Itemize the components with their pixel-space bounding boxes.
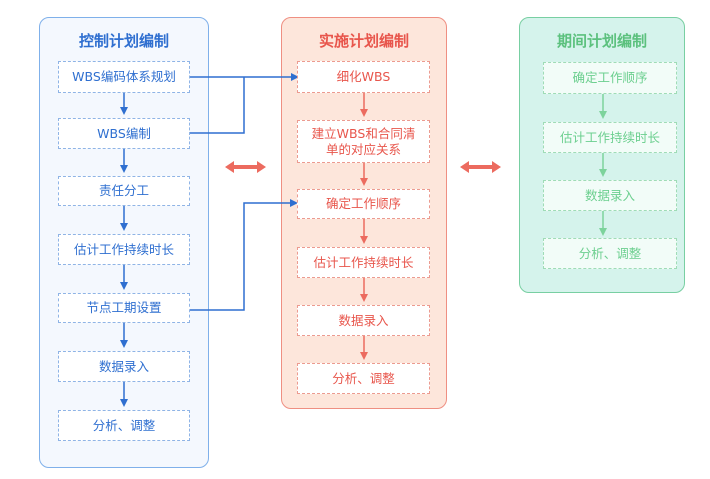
implement-step-refine-wbs: 细化WBS [297,61,430,93]
double-arrow-right [460,161,501,173]
implementation-plan-title: 实施计划编制 [318,32,409,50]
implement-step-analysis: 分析、调整 [297,363,430,394]
period-step-analysis: 分析、调整 [543,238,677,269]
control-step-wbs-compile: WBS编制 [58,118,190,149]
implement-step-duration: 估计工作持续时长 [297,247,430,278]
period-step-sequence: 确定工作顺序 [543,62,677,94]
control-step-milestone: 节点工期设置 [58,293,190,323]
period-step-data-entry: 数据录入 [543,180,677,211]
control-step-analysis: 分析、调整 [58,410,190,441]
control-plan-title: 控制计划编制 [78,32,169,50]
control-step-duration: 估计工作持续时长 [58,234,190,265]
period-plan-title: 期间计划编制 [556,32,647,50]
period-step-duration: 估计工作持续时长 [543,122,677,153]
control-step-wbs-coding: WBS编码体系规划 [58,61,190,93]
implement-step-data-entry: 数据录入 [297,305,430,336]
implement-step-wbs-contract-map: 建立WBS和合同清单的对应关系 [297,120,430,163]
double-arrow-left [225,161,266,173]
control-step-responsibility: 责任分工 [58,176,190,206]
control-step-data-entry: 数据录入 [58,351,190,382]
implement-step-sequence: 确定工作顺序 [297,189,430,219]
